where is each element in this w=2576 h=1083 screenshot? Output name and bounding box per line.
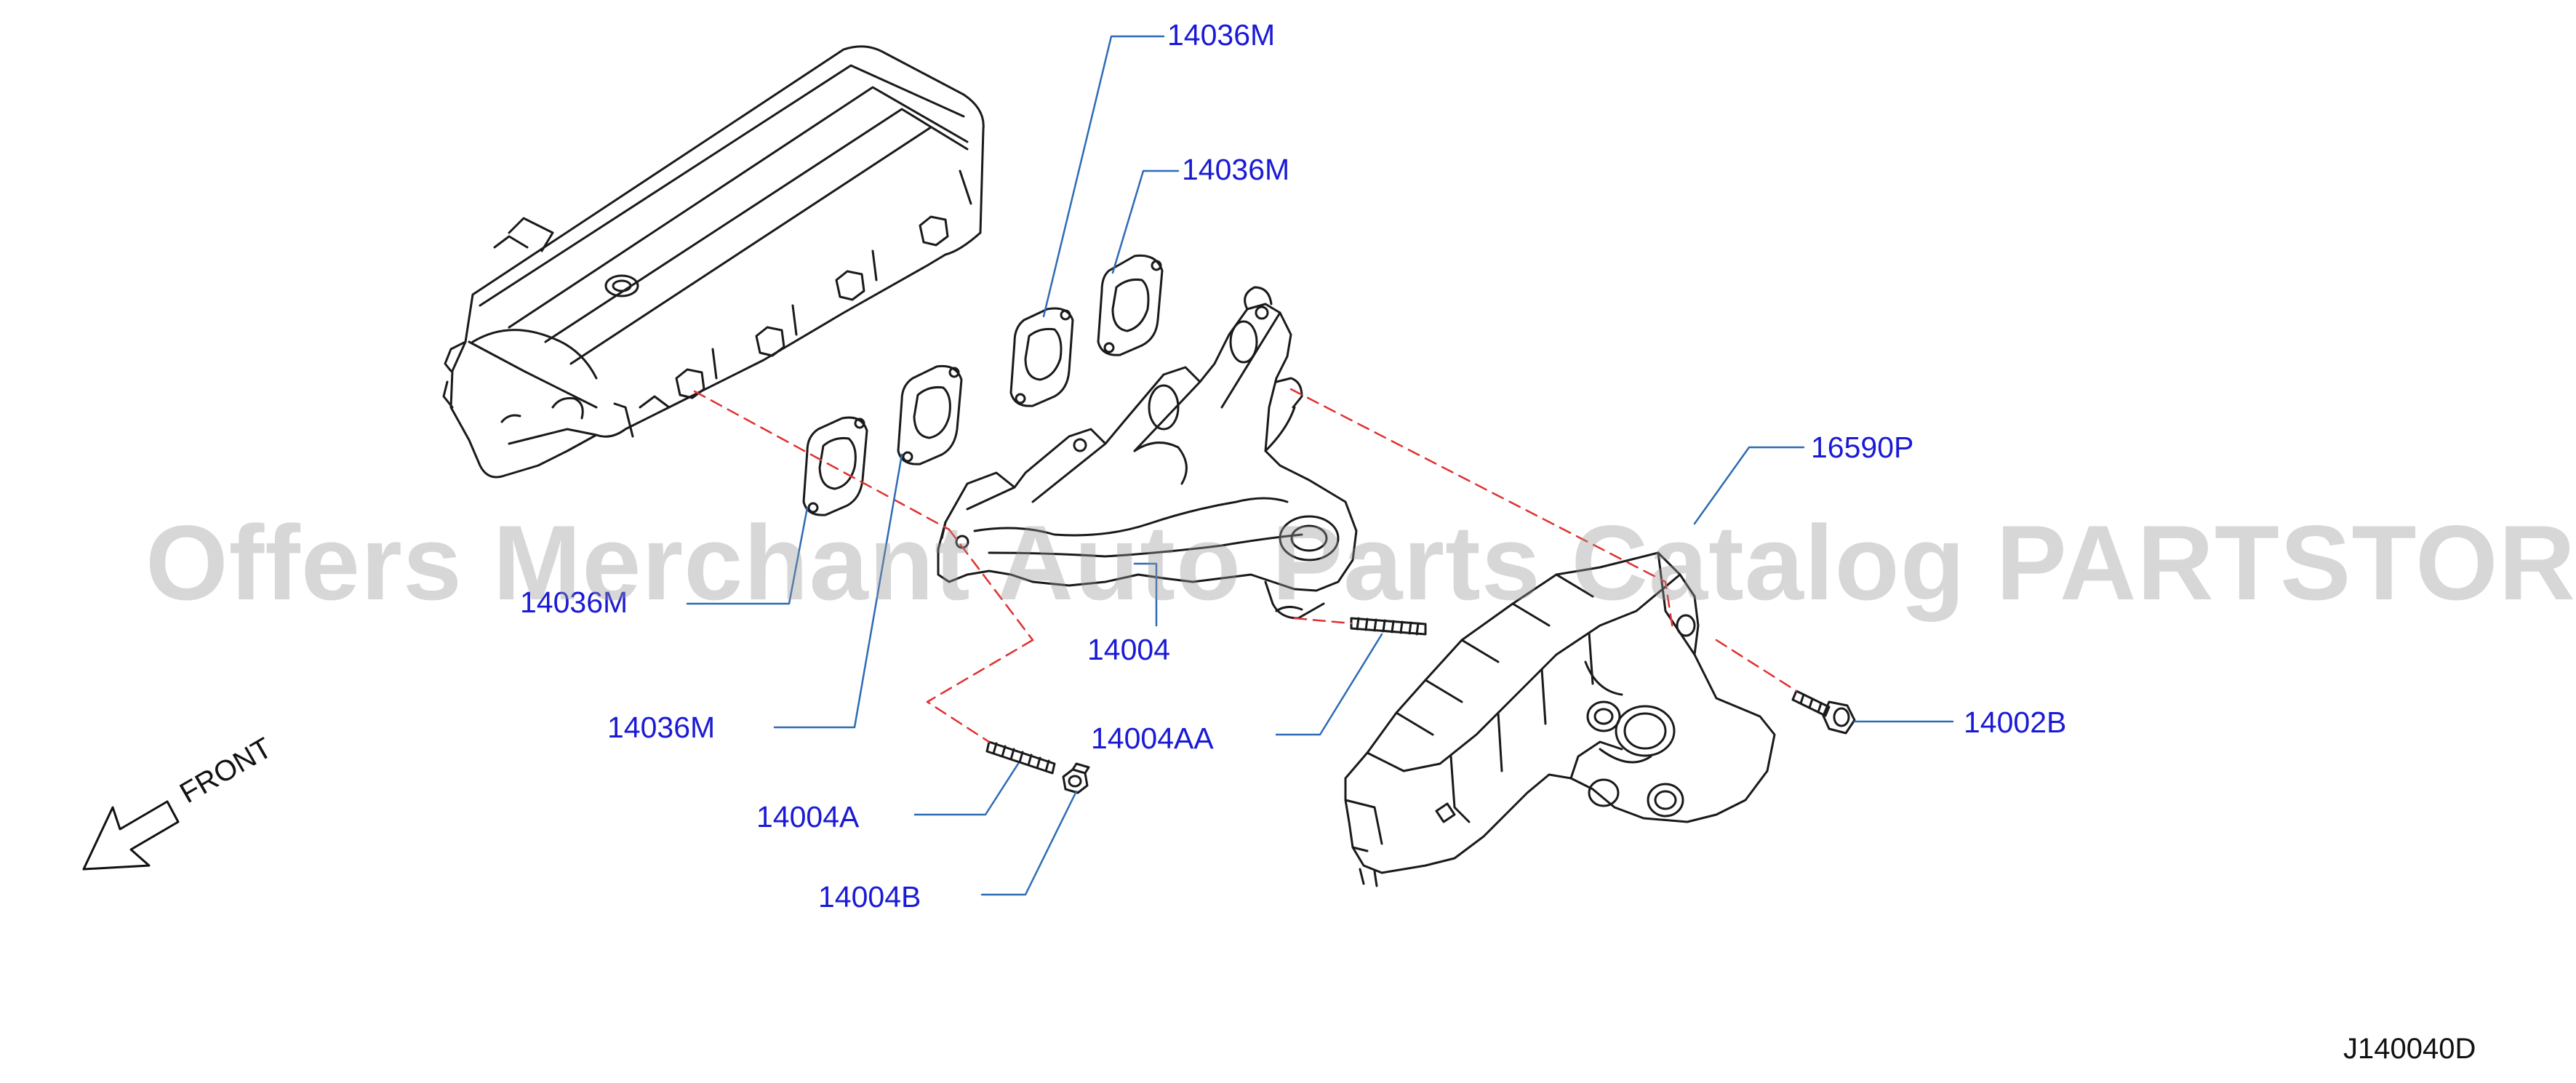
callout-manifold[interactable]: 14004 (1087, 633, 1171, 666)
stud-14004aa (1350, 617, 1427, 636)
exhaust-manifold (937, 286, 1358, 620)
callout-gasket-left-1[interactable]: 14036M (520, 586, 628, 619)
callout-stud-aa[interactable]: 14004AA (1091, 722, 1214, 755)
leader-lines (686, 35, 1954, 896)
callout-gasket-top-2[interactable]: 14036M (1182, 153, 1290, 186)
callout-heat-insulator[interactable]: 16590P (1811, 431, 1914, 464)
callout-stud-a[interactable]: 14004A (756, 800, 860, 834)
centerlines (693, 388, 1798, 743)
callout-nut[interactable]: 14004B (818, 880, 921, 914)
heat-insulator-drawing (1344, 551, 1776, 887)
gasket-lower-left (802, 416, 868, 516)
gasket-lower-right (897, 364, 963, 465)
callout-gasket-top-1[interactable]: 14036M (1167, 18, 1276, 52)
cylinder-head (442, 45, 985, 479)
bolt-14002b (1791, 690, 1856, 735)
front-arrow-icon (82, 800, 180, 871)
gasket-upper-left (1009, 307, 1074, 407)
stud-14004a (985, 740, 1056, 775)
callout-bolt[interactable]: 14002B (1964, 706, 2067, 739)
nut-14004b (1062, 762, 1090, 794)
diagram-code: J140040D (2343, 1033, 2476, 1065)
callout-gasket-left-2[interactable]: 14036M (607, 711, 716, 744)
gasket-upper-right (1097, 254, 1164, 356)
